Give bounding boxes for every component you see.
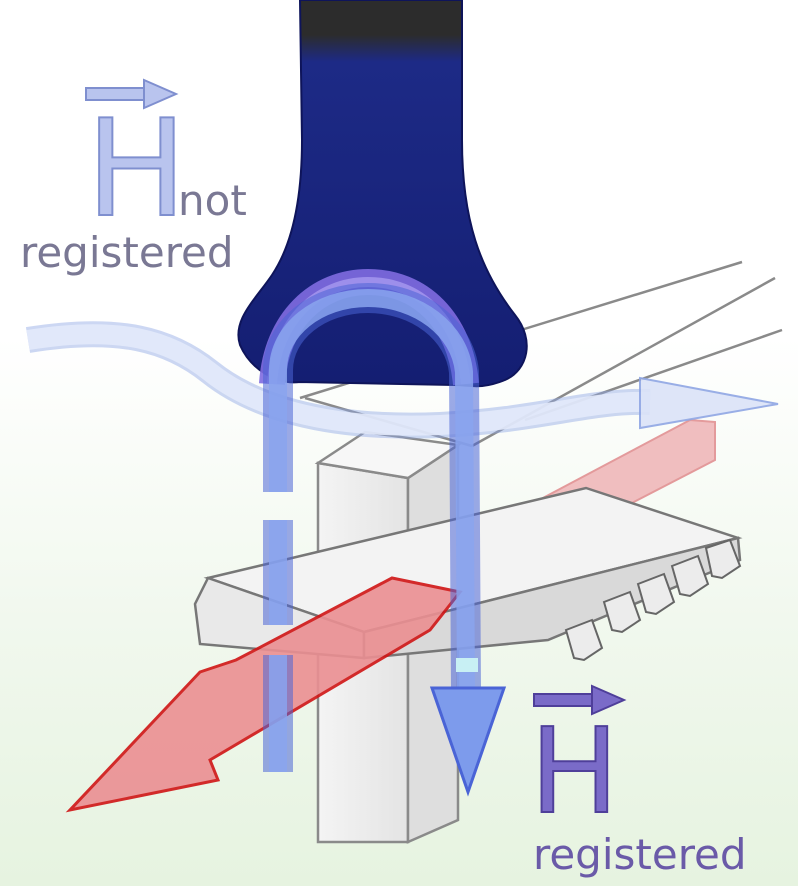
stray-field-arrow (25, 321, 779, 439)
h-not-registered-symbol: H (85, 91, 188, 247)
h-registered-symbol: H (529, 702, 620, 840)
h-not-registered-vector-arrow (85, 78, 179, 110)
h-registered-vector-arrow (533, 684, 627, 716)
field-loop-arrowhead (429, 686, 507, 797)
h-not-registered-word-registered: registered (20, 228, 234, 277)
ic-pins (564, 538, 742, 662)
h-registered-word: registered (533, 830, 747, 879)
h-not-registered-word-not: not (178, 176, 247, 225)
field-loop (263, 282, 481, 772)
